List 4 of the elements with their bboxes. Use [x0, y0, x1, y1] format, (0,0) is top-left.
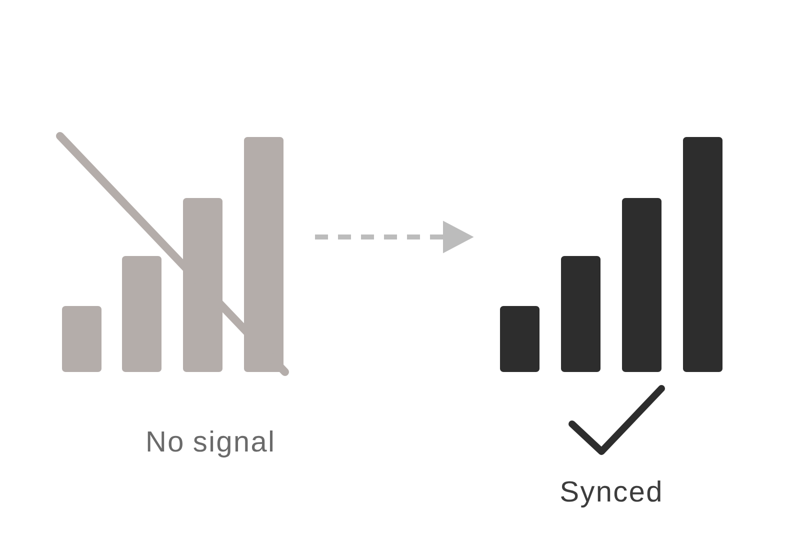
- signal-check-icon: [500, 137, 722, 455]
- crossed-signal-icon: [56, 132, 289, 376]
- node-label: Synced: [561, 480, 660, 508]
- node-label: No signal: [148, 430, 273, 458]
